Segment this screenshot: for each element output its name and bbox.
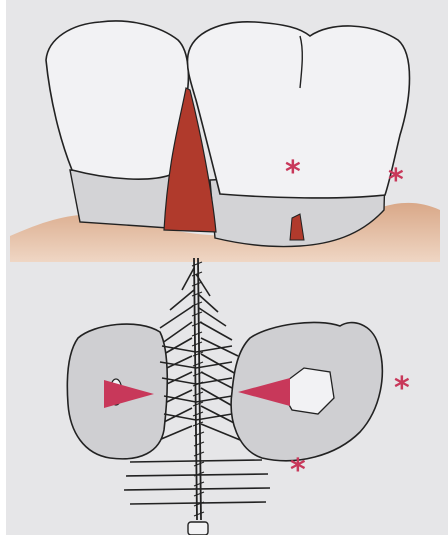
- asterisk-mark-1: *: [285, 158, 301, 188]
- asterisk-mark-2: *: [388, 166, 404, 196]
- brush-handle-tip: [188, 522, 208, 535]
- asterisk-mark-4: *: [290, 456, 306, 486]
- left-border-strip: [0, 0, 6, 535]
- asterisk-mark-3: *: [394, 374, 410, 404]
- left-tooth-crown: [46, 21, 188, 179]
- upper-panel: [10, 21, 440, 262]
